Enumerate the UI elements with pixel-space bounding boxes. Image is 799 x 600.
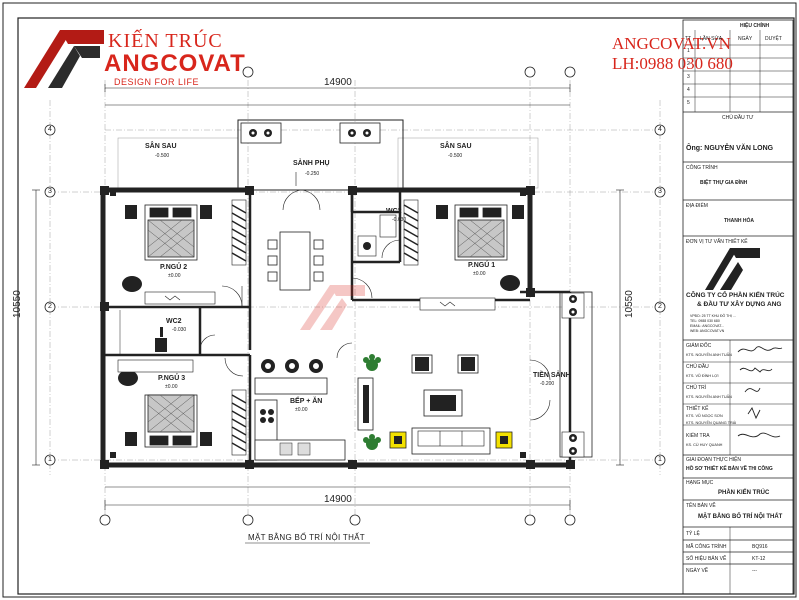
- tb-revision-header: HIỆU CHỈNH: [740, 23, 770, 29]
- tb-role-4: THIẾT KẾ: [686, 406, 709, 412]
- grid-label-3-right: 3: [658, 188, 662, 195]
- tb-sheet-no-label: SỐ HIỆU BẢN VẼ: [686, 556, 727, 562]
- level-bedroom-3: ±0.00: [165, 384, 178, 390]
- tb-category: PHẦN KIẾN TRÚC: [718, 490, 770, 496]
- tb-project-label: CÔNG TRÌNH: [686, 165, 718, 171]
- tb-address-1: VPĐD: 25 TT KHU ĐÔ THỊ ...: [690, 314, 736, 318]
- level-bedroom-2: ±0.00: [168, 273, 181, 279]
- tb-col-lan-sua: LẦN SỬA: [700, 36, 723, 42]
- tb-phase-label: GIAI ĐOẠN THỰC HIỆN: [686, 457, 742, 463]
- bed-bedroom-1: [454, 204, 508, 261]
- level-san-sau-left: -0.500: [155, 153, 170, 159]
- room-label-wc2-top: WC2: [386, 208, 402, 215]
- tb-consultant-label: ĐƠN VỊ TƯ VẤN THIẾT KẾ: [686, 239, 748, 245]
- level-tien-sanh: -0.200: [540, 381, 555, 387]
- level-wc2-top: -0.030: [392, 217, 407, 223]
- grid-label-2-right: 2: [658, 303, 662, 310]
- grid-label-1: 1: [48, 456, 52, 463]
- grid-label-3: 3: [48, 188, 52, 195]
- tb-code-label: MÃ CÔNG TRÌNH: [686, 544, 727, 550]
- dim-height-left: 10550: [12, 290, 23, 318]
- plant-icon: [363, 354, 381, 450]
- tb-date: ---: [752, 568, 757, 574]
- room-label-san-sau-left: SÂN SAU: [145, 143, 177, 150]
- drawing-title: MẶT BẰNG BỐ TRÍ NỘI THẤT: [248, 533, 365, 542]
- tb-name-1: KTS. NGUYỄN ANH TUẤN: [686, 353, 732, 357]
- tb-sheet-no: KT-12: [752, 556, 766, 562]
- level-bep-an: ±0.00: [295, 407, 308, 413]
- tb-location: THANH HÓA: [724, 218, 754, 224]
- room-label-bep-an: BẾP + ĂN: [290, 398, 323, 405]
- tb-owner: Ông: NGUYỄN VĂN LONG: [686, 145, 774, 152]
- logo-tagline: DESIGN FOR LIFE: [114, 77, 200, 87]
- room-label-tien-sanh: TIỀN SẢNH: [533, 372, 571, 379]
- grid-label-4: 4: [48, 126, 52, 133]
- tb-rev-2: 2: [687, 61, 690, 67]
- tb-date-label: NGÀY VẼ: [686, 568, 709, 574]
- tb-code: BQ916: [752, 544, 768, 550]
- room-label-sanh-phu: SẢNH PHỤ: [293, 160, 330, 167]
- tb-phase: HỒ SƠ THIẾT KẾ BẢN VẼ THI CÔNG: [686, 466, 773, 472]
- angcovat-logo-icon: [24, 30, 104, 88]
- tb-location-label: ĐỊA ĐIỂM: [686, 203, 708, 209]
- grid-label-4-right: 4: [658, 126, 662, 133]
- tb-name-5: KTS. NGUYỄN QUANG TRÁI: [686, 421, 737, 425]
- tb-rev-3: 3: [687, 74, 690, 80]
- room-label-san-sau-right: SÂN SAU: [440, 143, 472, 150]
- grid-label-2: 2: [48, 303, 52, 310]
- tb-col-tt: TT: [685, 36, 692, 42]
- tb-sheet-name: MẶT BẰNG BỐ TRÍ NỘI THẤT: [698, 514, 783, 520]
- room-label-bedroom-3: P.NGỦ 3: [158, 375, 186, 382]
- tb-address-2: TEL: 0988 030 680: [690, 319, 720, 323]
- tb-rev-1: 1: [687, 48, 690, 54]
- tb-col-ngay: NGÀY: [738, 36, 753, 42]
- bed-bedroom-2: [144, 204, 198, 261]
- logo-brand-name: ANGCOVAT: [104, 50, 246, 77]
- tb-address-4: WEB: ANGCOVAT.VN: [690, 329, 725, 333]
- room-label-wc2-left: WC2: [166, 318, 182, 325]
- logo-title: KIẾN TRÚC: [108, 30, 223, 52]
- tb-sheet-name-label: TÊN BẢN VẼ: [686, 503, 716, 509]
- phone-text: LH:0988 030 680: [612, 54, 733, 73]
- level-san-sau-right: -0.500: [448, 153, 463, 159]
- tb-name-4: KTS. VŨ NGỌC SƠN: [686, 414, 723, 418]
- tb-rev-4: 4: [687, 87, 690, 93]
- level-wc2-left: -0.030: [172, 327, 187, 333]
- tb-role-1: GIÁM ĐỐC: [686, 343, 712, 349]
- level-sanh-phu: -0.250: [305, 171, 320, 177]
- tb-role-2: CHỦ ĐẦU: [686, 364, 709, 370]
- tb-category-label: HẠNG MỤC: [686, 480, 714, 486]
- room-label-bedroom-2: P.NGỦ 2: [160, 264, 188, 271]
- grid-label-1-right: 1: [658, 456, 662, 463]
- company-logo-icon: [705, 248, 760, 290]
- tb-owner-label: CHỦ ĐẦU TƯ: [722, 115, 754, 121]
- tb-scale-label: TỶ LỆ: [686, 531, 700, 537]
- tb-col-duyet: DUYỆT: [765, 36, 782, 42]
- dim-width-top: 14900: [324, 77, 352, 88]
- tb-company-line1: CÔNG TY CỔ PHẦN KIẾN TRÚC: [686, 292, 785, 299]
- tb-company-line2: & ĐẦU TƯ XÂY DỰNG ANG: [697, 301, 782, 308]
- website-text: ANGCOVAT.VN: [612, 34, 731, 53]
- tb-address-3: EMAIL: ANGCOVAT...: [690, 324, 724, 328]
- tb-role-6: KIỂM TRA: [686, 433, 710, 439]
- dim-width-bottom: 14900: [324, 494, 352, 505]
- level-bedroom-1: ±0.00: [473, 271, 486, 277]
- tb-project: BIỆT THỰ GIA ĐÌNH: [700, 180, 748, 186]
- tb-name-2: KTS. VŨ ĐÌNH LỢI: [686, 374, 719, 378]
- room-label-bedroom-1: P.NGỦ 1: [468, 262, 496, 269]
- tb-name-6: KS. CÙ HUY QUANH: [686, 443, 723, 447]
- bed-bedroom-3: [144, 394, 198, 448]
- tb-role-3: CHỦ TRÌ: [686, 385, 707, 391]
- tb-rev-5: 5: [687, 100, 690, 106]
- watermark-logo-icon: [300, 285, 365, 330]
- tb-name-3: KTS. NGUYỄN ANH TUẤN: [686, 395, 732, 399]
- dim-height-right: 10550: [624, 290, 635, 318]
